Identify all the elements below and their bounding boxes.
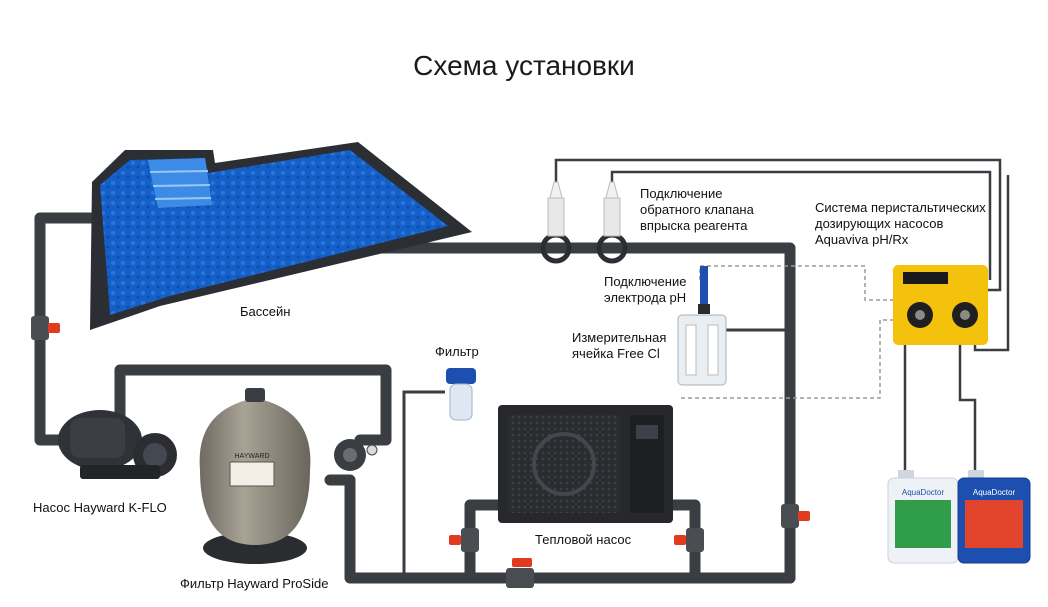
ph-electrode-label: Подключение электрода pH — [604, 274, 687, 305]
check-valve-label: Подключение обратного клапана впрыска ре… — [640, 186, 754, 233]
heat-pump — [498, 405, 673, 523]
valve-return[interactable] — [781, 504, 810, 528]
pool — [90, 142, 472, 330]
pool-label: Бассейн — [240, 304, 291, 319]
dosing-pump-system — [893, 265, 988, 345]
valve-pool-outlet[interactable] — [31, 316, 60, 340]
canister-white-brand: AquaDoctor — [902, 488, 945, 497]
canister-white: AquaDoctor — [887, 470, 959, 564]
heat-pump-label: Тепловой насос — [535, 532, 632, 547]
sand-filter-label: Фильтр Hayward ProSide — [180, 576, 329, 591]
cartridge-filter-label: Фильтр — [435, 344, 479, 359]
canister-blue-brand: AquaDoctor — [973, 488, 1016, 497]
injection-point-1 — [540, 181, 572, 264]
ph-electrode — [698, 266, 710, 314]
dosing-system-label: Система перистальтических дозирующих нас… — [815, 200, 986, 247]
pump — [58, 410, 177, 479]
measuring-cell-label: Измерительная ячейка Free Cl — [572, 330, 667, 361]
sand-filter-brand: HAYWARD — [235, 453, 270, 460]
diagram-title: Схема установки — [413, 50, 635, 81]
cartridge-filter — [446, 368, 476, 421]
sample-line — [402, 390, 445, 578]
valve-bypass[interactable] — [506, 558, 534, 588]
dosing-tubing — [554, 158, 1010, 470]
sand-filter: HAYWARD — [199, 388, 378, 564]
pump-label: Насос Hayward K-FLO — [33, 500, 167, 515]
injection-point-2 — [596, 181, 628, 264]
valve-heat-pump-in[interactable] — [449, 528, 479, 552]
canister-blue: AquaDoctor — [957, 470, 1031, 564]
measuring-cell — [677, 314, 727, 386]
valve-heat-pump-out[interactable] — [674, 528, 704, 552]
